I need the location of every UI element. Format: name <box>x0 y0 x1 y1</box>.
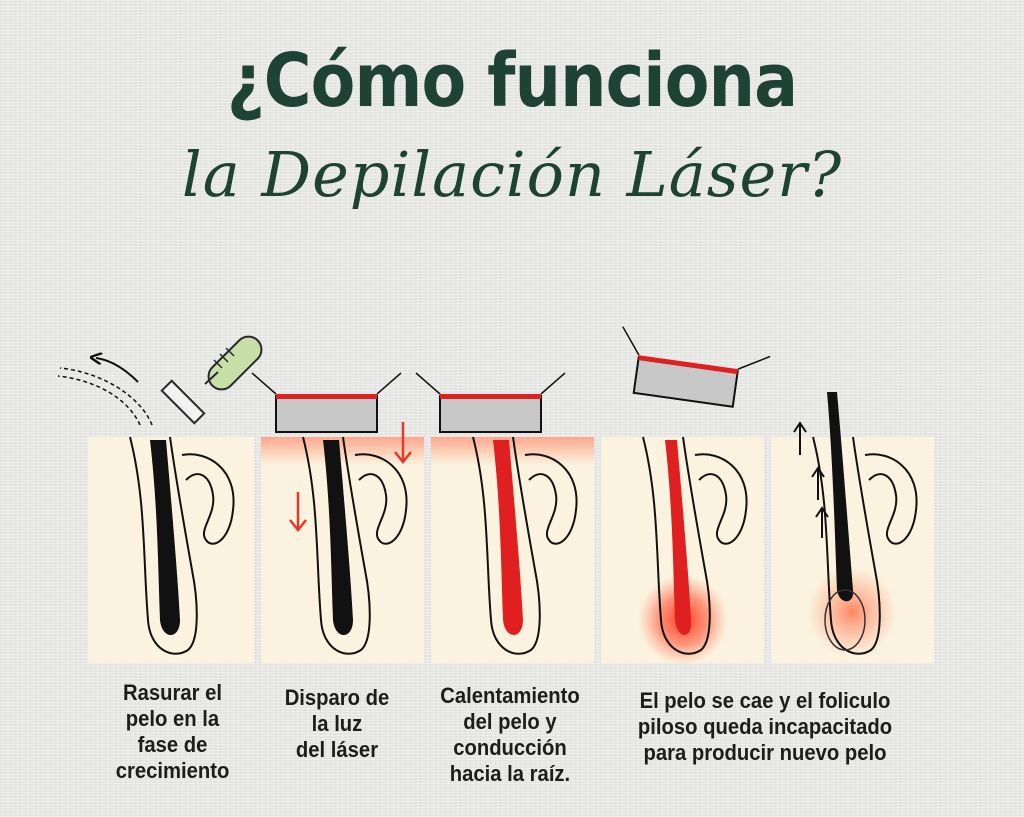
arrow-icon <box>57 358 153 426</box>
razor-icon <box>160 335 263 425</box>
step-caption-4: El pelo se cae y el foliculo piloso qued… <box>637 688 893 765</box>
hair-follicle-icon <box>642 436 748 655</box>
step-caption-1: Rasurar el pelo en la fase de crecimient… <box>115 680 230 783</box>
page-title: ¿Cómo funciona <box>226 38 798 124</box>
page-subtitle: la Depilación Láser? <box>181 138 843 211</box>
laser-device-icon <box>415 372 566 433</box>
laser-device-icon <box>622 326 771 408</box>
arrow-icon <box>289 422 412 533</box>
hair-follicle-icon <box>129 436 235 655</box>
laser-device-icon <box>251 372 402 433</box>
step-caption-3: Calentamiento del pelo y conducción haci… <box>440 683 580 786</box>
hair-follicle-icon <box>472 436 578 655</box>
hair-follicle-icon <box>812 392 918 655</box>
arrow-icon <box>793 421 829 538</box>
step-caption-2: Disparo de la luz del láser <box>284 685 390 762</box>
heat-overlay-2 <box>261 437 424 465</box>
heat-overlay-3 <box>431 437 594 465</box>
hair-follicle-icon <box>302 436 408 655</box>
